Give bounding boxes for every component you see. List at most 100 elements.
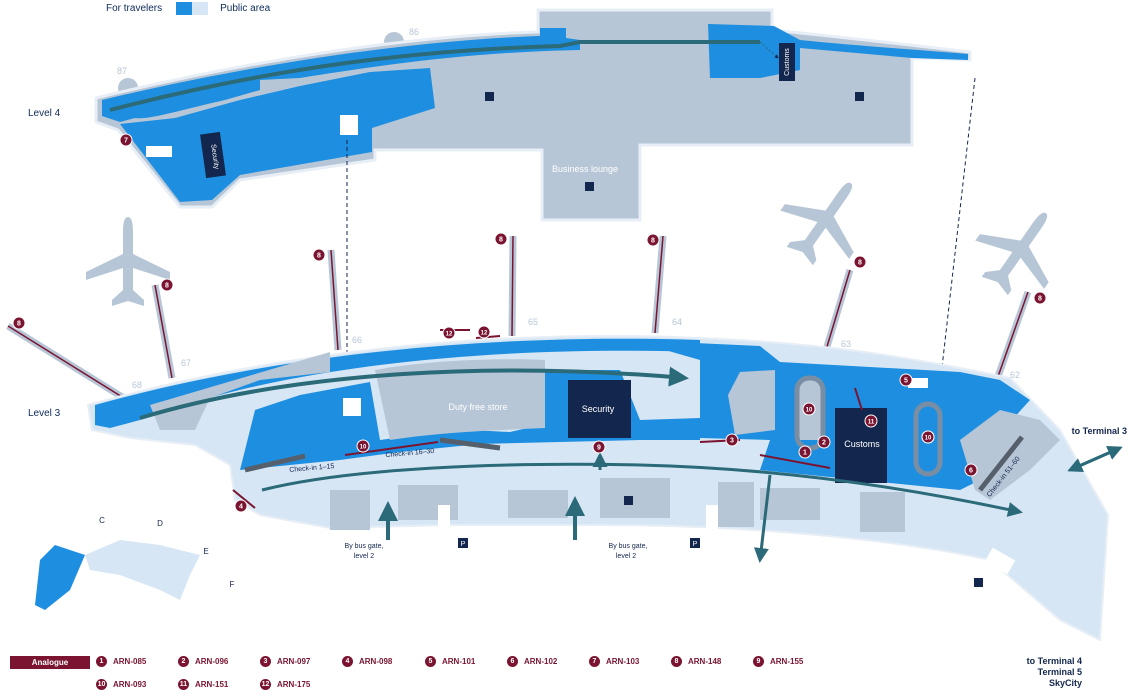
marker-8: 8 bbox=[494, 232, 508, 246]
numbered-markers: 123456788888888910101010111212 bbox=[12, 133, 1047, 513]
marker-6: 6 bbox=[964, 463, 978, 477]
marker-number: 8 bbox=[165, 283, 169, 290]
marker-number: 5 bbox=[904, 378, 908, 385]
gate-62: 62 bbox=[1010, 370, 1020, 380]
marker-number: 10 bbox=[360, 445, 367, 451]
mini-map: C D E F bbox=[35, 516, 235, 610]
marker-number: 8 bbox=[317, 253, 321, 260]
marker-2: 2 bbox=[817, 435, 831, 449]
duty-free-label: Duty free store bbox=[448, 402, 507, 412]
mini-map-c: C bbox=[99, 516, 105, 525]
to-terminal-4-label: to Terminal 4 bbox=[1027, 656, 1082, 666]
marker-number: 8 bbox=[499, 237, 503, 244]
customs-level4-label: Customs bbox=[784, 48, 791, 76]
marker-number: 6 bbox=[969, 468, 973, 475]
gate-63: 63 bbox=[841, 339, 851, 349]
marker-8: 8 bbox=[312, 248, 326, 262]
parking-icon: P bbox=[461, 541, 466, 548]
gate-86: 86 bbox=[409, 27, 419, 37]
bus-gate-label-1a: By bus gate, bbox=[345, 543, 384, 550]
public-area-swatch bbox=[192, 1, 209, 15]
gate-67: 67 bbox=[181, 358, 191, 368]
marker-number: 7 bbox=[124, 138, 128, 145]
gate-66: 66 bbox=[352, 335, 362, 345]
mini-map-f: F bbox=[230, 580, 235, 589]
parking-icon: P bbox=[693, 541, 698, 548]
marker-4: 4 bbox=[234, 499, 248, 513]
for-travelers-label: For travelers bbox=[106, 2, 163, 14]
for-travelers-swatch bbox=[176, 1, 193, 15]
marker-10: 10 bbox=[921, 430, 935, 444]
marker-8: 8 bbox=[853, 255, 867, 269]
level-4-label: Level 4 bbox=[28, 108, 61, 119]
security-level3-label: Security bbox=[582, 404, 615, 414]
marker-8: 8 bbox=[1033, 291, 1047, 305]
mini-map-e: E bbox=[203, 547, 208, 556]
marker-10: 10 bbox=[356, 439, 370, 453]
marker-number: 2 bbox=[822, 440, 826, 447]
checkin-16-30-label: Check-in 16–30 bbox=[385, 448, 435, 459]
marker-number: 9 bbox=[597, 445, 601, 452]
marker-number: 12 bbox=[446, 332, 453, 338]
walking-route bbox=[139, 366, 1123, 563]
marker-8: 8 bbox=[646, 233, 660, 247]
gate-64: 64 bbox=[672, 317, 682, 327]
marker-number: 10 bbox=[925, 436, 932, 442]
gate-65: 65 bbox=[528, 317, 538, 327]
marker-8: 8 bbox=[160, 278, 174, 292]
marker-3: 3 bbox=[725, 433, 739, 447]
marker-7: 7 bbox=[119, 133, 133, 147]
gate-68: 68 bbox=[132, 380, 142, 390]
bus-gate-label-2b: level 2 bbox=[616, 553, 636, 560]
marker-10: 10 bbox=[802, 402, 816, 416]
analogue-badge: Analogue bbox=[10, 656, 90, 669]
marker-number: 8 bbox=[651, 238, 655, 245]
level-3-label: Level 3 bbox=[28, 408, 61, 419]
jet-bridges bbox=[6, 235, 1032, 408]
marker-number: 11 bbox=[868, 420, 875, 426]
terminal-5-label: Terminal 5 bbox=[1038, 667, 1082, 677]
skycity-label: SkyCity bbox=[1049, 678, 1082, 688]
customs-level3-label: Customs bbox=[844, 439, 880, 449]
mini-map-d: D bbox=[157, 519, 163, 528]
bus-gate-label-2a: By bus gate, bbox=[609, 543, 648, 550]
level-4-building: Security Customs Business lounge 87 86 bbox=[94, 8, 978, 222]
marker-number: 8 bbox=[1038, 296, 1042, 303]
marker-5: 5 bbox=[899, 373, 913, 387]
business-lounge-label: Business lounge bbox=[552, 164, 618, 174]
marker-12: 12 bbox=[442, 326, 456, 340]
map-legend: For travelers Public area bbox=[106, 1, 270, 15]
marker-number: 10 bbox=[806, 408, 813, 414]
marker-8: 8 bbox=[12, 316, 26, 330]
marker-1: 1 bbox=[798, 445, 812, 459]
gate-87: 87 bbox=[117, 66, 127, 76]
marker-9: 9 bbox=[592, 440, 606, 454]
bus-gate-label-1b: level 2 bbox=[354, 553, 374, 560]
checkin-1-15-label: Check-in 1–15 bbox=[289, 463, 335, 474]
marker-number: 8 bbox=[17, 321, 21, 328]
marker-number: 8 bbox=[858, 260, 862, 267]
marker-12: 12 bbox=[477, 325, 491, 339]
level-3-building: Customs Security Duty free store 68 67 6… bbox=[86, 317, 1110, 642]
marker-number: 3 bbox=[730, 438, 734, 445]
public-area-label: Public area bbox=[220, 2, 271, 14]
security-level4-label: Security bbox=[209, 144, 220, 171]
marker-11: 11 bbox=[864, 414, 878, 428]
marker-number: 1 bbox=[803, 450, 807, 457]
marker-number: 12 bbox=[481, 331, 488, 337]
marker-number: 4 bbox=[239, 504, 243, 511]
